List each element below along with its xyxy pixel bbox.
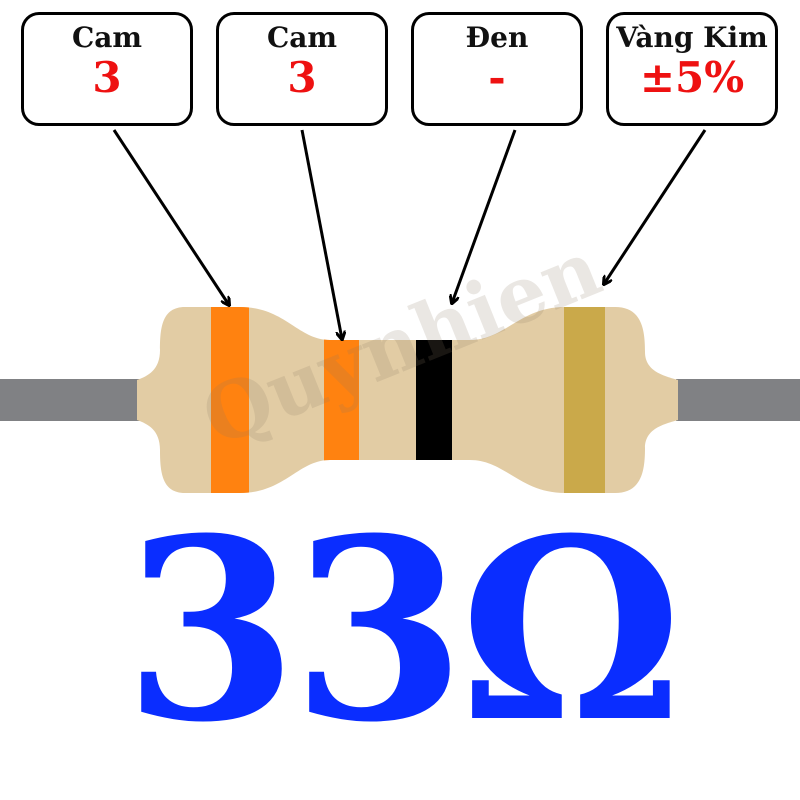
band-4-label: Vàng Kim ±5% [606,12,778,126]
band-4-value: ±5% [639,53,745,102]
pointer-arrow-4 [604,129,707,284]
band-1-color-name: Cam [71,21,143,54]
pointer-arrow-1 [112,129,229,305]
band-1-stripe [211,307,249,493]
band-2-color-name: Cam [266,21,338,54]
band-3-stripe [416,307,452,493]
band-3-value: - [488,53,506,102]
band-2-label: Cam 3 [216,12,388,126]
lead-wire-right [676,379,800,421]
band-3-label: Đen - [411,12,583,126]
lead-wire-left [0,379,140,421]
pointer-arrow-2 [300,129,342,339]
band-3-color-name: Đen [465,21,529,54]
band-4-stripe [564,307,605,493]
resistor-body [137,307,678,493]
band-4-color-name: Vàng Kim [616,21,768,54]
band-2-value: 3 [287,53,317,102]
band-1-label: Cam 3 [21,12,193,126]
pointer-arrow-3 [452,129,517,303]
resistance-result: 33Ω [123,483,682,777]
band-1-value: 3 [92,53,122,102]
